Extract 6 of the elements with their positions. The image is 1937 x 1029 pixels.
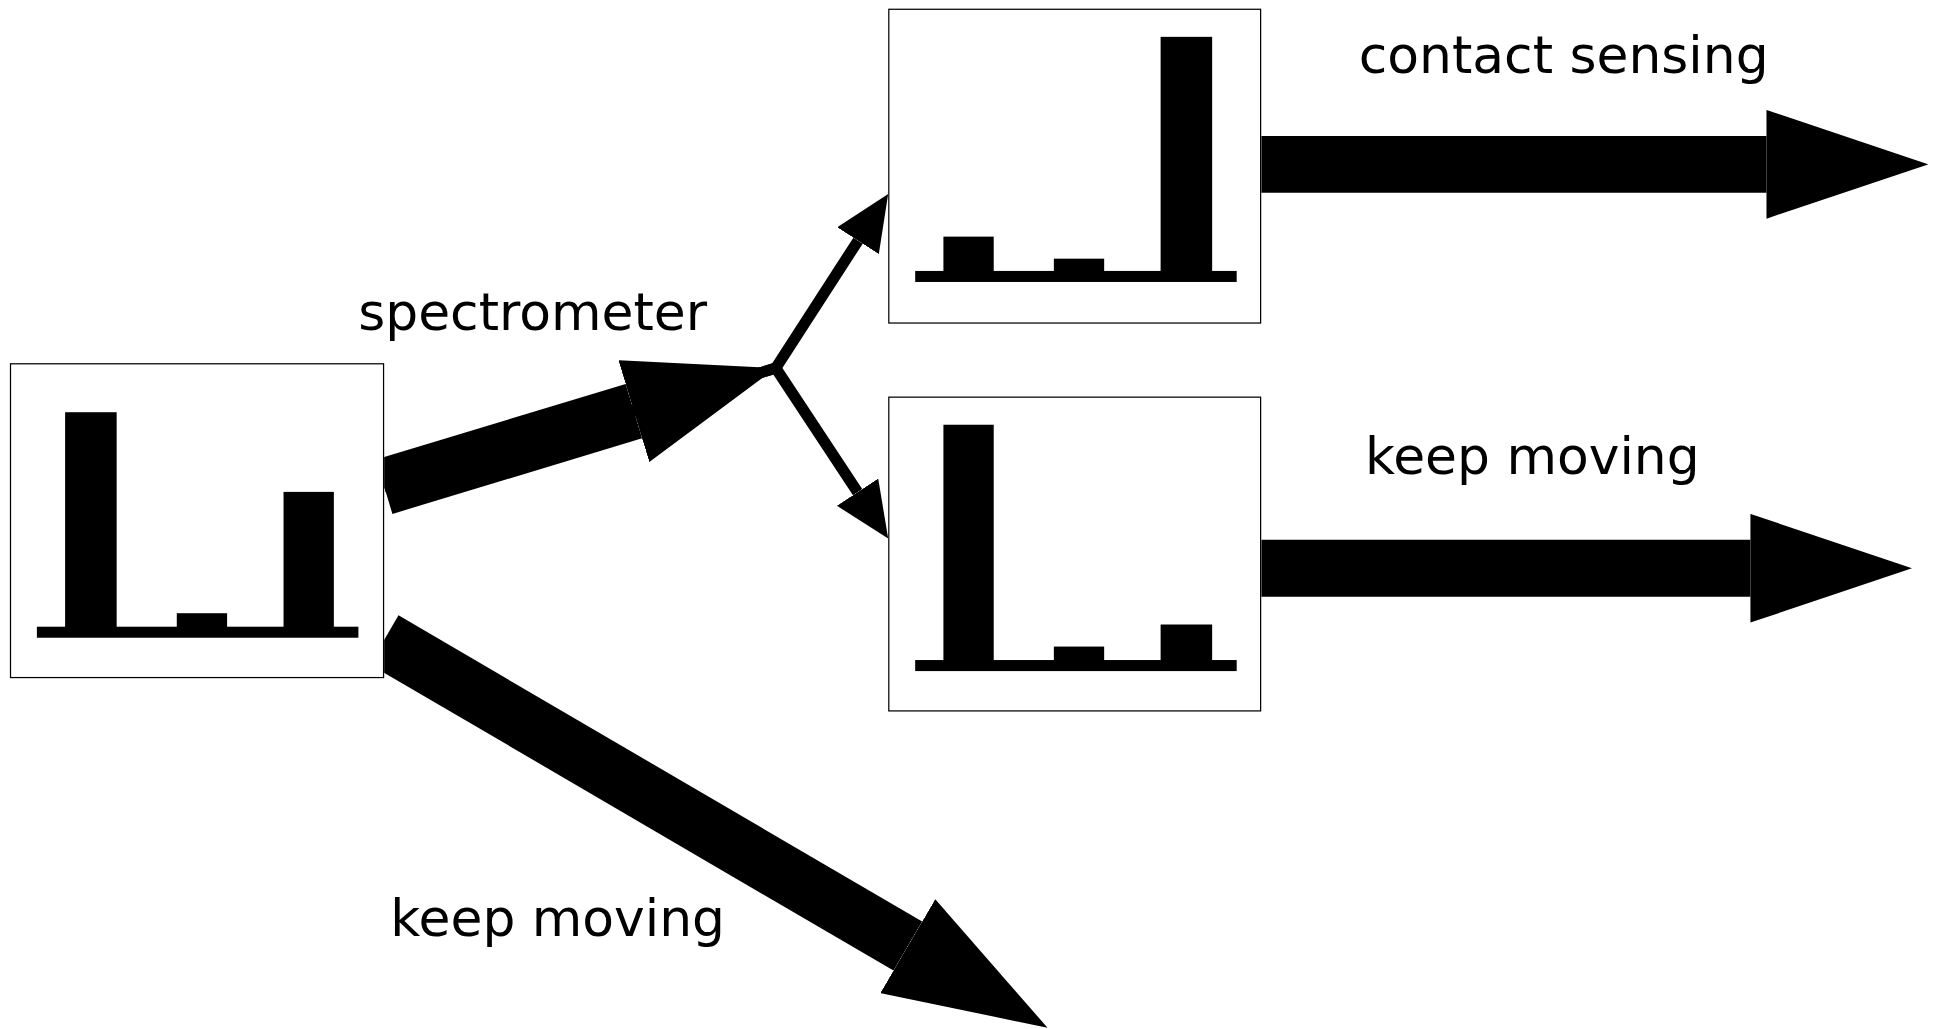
spectrum-frame <box>888 396 1262 712</box>
spectrum-frame <box>888 8 1262 324</box>
arrow <box>382 361 889 539</box>
spectrum-frame <box>9 363 385 679</box>
arrow <box>1261 109 1929 219</box>
arrow <box>1261 513 1913 623</box>
